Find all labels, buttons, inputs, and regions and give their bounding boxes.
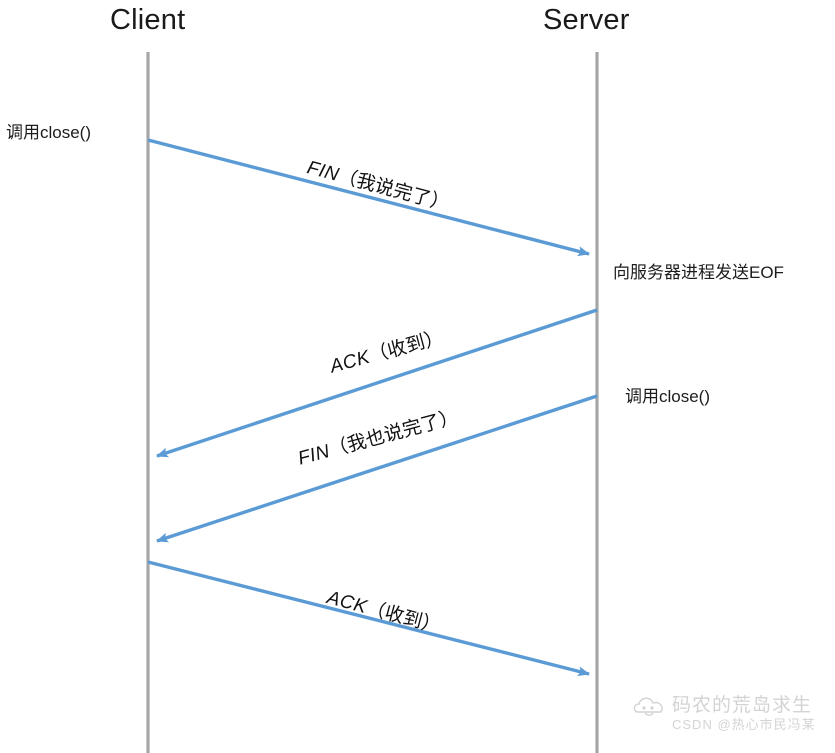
watermark-title: 码农的荒岛求生 bbox=[672, 695, 813, 716]
actor-label-server: Server bbox=[543, 4, 630, 36]
note-client-close: 调用close() bbox=[6, 123, 92, 142]
cloud-logo-icon bbox=[633, 697, 663, 716]
actor-label-client: Client bbox=[110, 4, 186, 36]
note-send-eof: 向服务器进程发送EOF bbox=[613, 263, 784, 282]
message-arrow-fin1 bbox=[147, 138, 590, 257]
message-arrow-ack2 bbox=[147, 560, 590, 677]
note-server-close: 调用close() bbox=[625, 387, 711, 406]
message-arrow-ack1 bbox=[156, 308, 598, 458]
watermark: 码农的荒岛求生 CSDN @热心市民冯某 bbox=[630, 690, 830, 746]
message-arrow-fin2 bbox=[156, 394, 598, 543]
watermark-subtitle: CSDN @热心市民冯某 bbox=[672, 717, 816, 732]
